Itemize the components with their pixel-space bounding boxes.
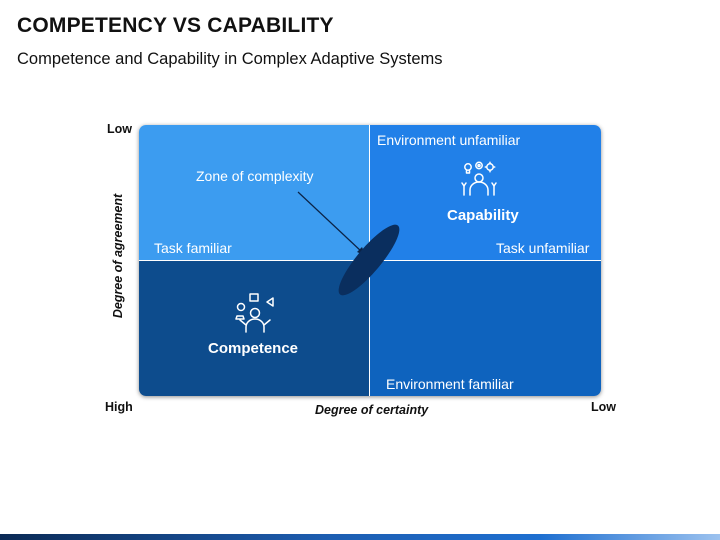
quadrant-top-left [139,125,369,260]
person-juggling-skills-icon [235,293,274,333]
zone-pointer-line [297,191,363,253]
environment-unfamiliar-label: Environment unfamiliar [377,132,521,148]
zone-of-complexity-label: Zone of complexity [196,168,314,184]
task-unfamiliar-label: Task unfamiliar [496,240,590,256]
capability-title: Capability [447,207,519,224]
x-axis-title: Degree of certainty [315,403,429,417]
page-subtitle: Competence and Capability in Complex Ada… [17,50,443,68]
competency-capability-matrix [139,125,601,396]
task-familiar-label: Task familiar [154,240,232,256]
footer-accent-bar [0,534,720,540]
quadrant-bottom-left [139,261,369,396]
page-title: COMPETENCY VS CAPABILITY [17,14,334,37]
competence-title: Competence [208,340,299,357]
person-with-bulb-gears-icon [461,161,497,196]
y-axis-top-label: Low [107,122,132,136]
x-axis-right-label: Low [591,400,616,414]
environment-familiar-label: Environment familiar [386,376,514,392]
zone-of-complexity-ellipse [338,224,400,296]
quadrant-bottom-right [370,261,601,396]
y-axis-bottom-label: High [105,400,133,414]
quadrant-top-right [370,125,601,260]
